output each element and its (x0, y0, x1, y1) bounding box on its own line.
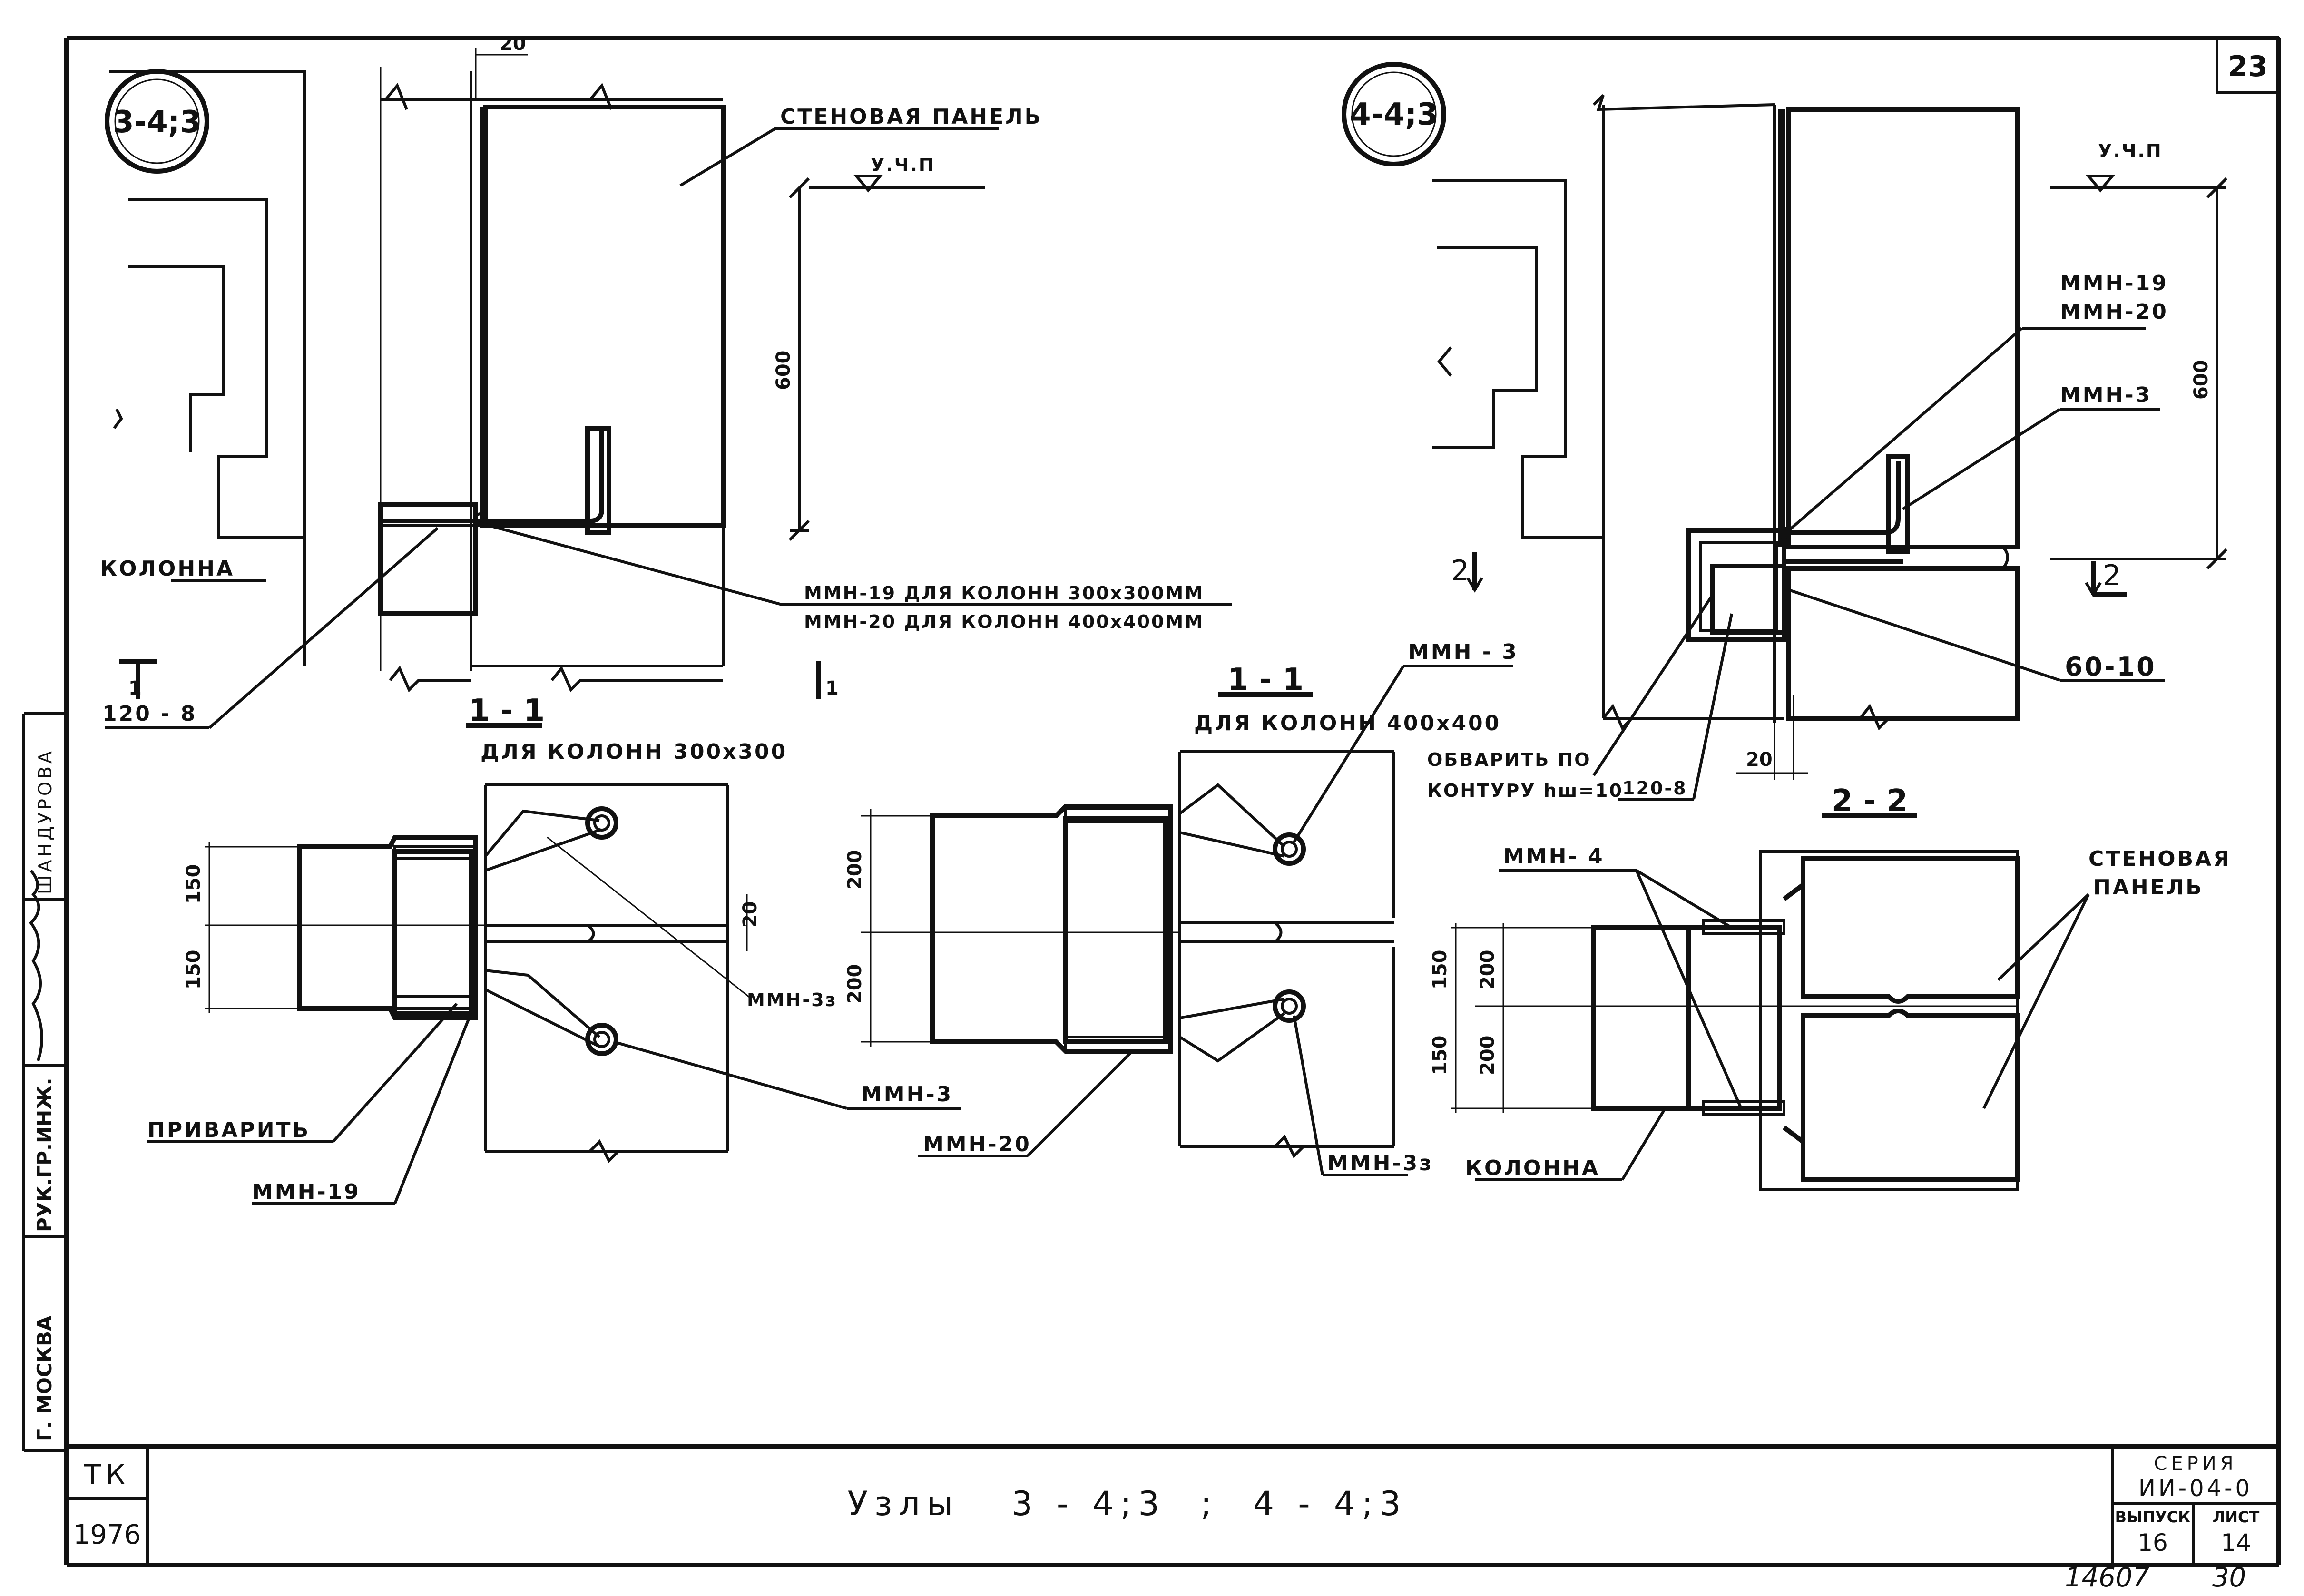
section-1-300-dim-b: 150 (183, 950, 205, 990)
section-1-400-title: 1 - 1 (1227, 662, 1304, 697)
node-right-marker: 4-4;3 (1350, 97, 1438, 132)
section-2-dim-a: 150 (1429, 950, 1451, 990)
embedded-plate-right (1710, 564, 1786, 635)
node-right-section-mark-a: 2 (1451, 554, 1469, 587)
wall-panel-right-upper (1786, 107, 2020, 549)
section-2-panel-upper (1801, 856, 2020, 1004)
section-1-300-subtitle: ДЛЯ КОЛОНН 300х300 (480, 740, 787, 764)
node-right-weld-note-2: КОНТУРУ hш=10 (1427, 780, 1623, 801)
archive-page: 30 (2212, 1562, 2246, 1593)
side-city: Г. МОСКВА (33, 1315, 56, 1441)
section-2-label-mmn4: ММН- 4 (1503, 844, 1605, 869)
embedded-plate-left (378, 502, 478, 616)
section-2-label-column: КОЛОННА (1465, 1156, 1600, 1180)
section-1-300-drawing (147, 723, 961, 1205)
section-1-400-subtitle: ДЛЯ КОЛОНН 400х400 (1194, 711, 1501, 735)
node-right-callout-mmn3: ММН-3 (2060, 383, 2152, 407)
node-left-drawing (105, 48, 1232, 729)
node-right-dim-height: 600 (2190, 360, 2212, 400)
section-1-400-label-mmn3z: ММН-3з (1327, 1151, 1433, 1175)
node-left-column-label: КОЛОННА (100, 557, 235, 581)
side-role: РУК.ГР.ИНЖ. (33, 1077, 56, 1232)
section-1-300-dim-gap: 20 (739, 901, 761, 928)
side-signature (29, 870, 43, 1061)
section-1-400-dim-b: 200 (844, 964, 866, 1004)
node-right-weld-note-1: ОБВАРИТЬ ПО (1427, 749, 1591, 770)
stamp-list-value: 14 (2221, 1529, 2251, 1557)
node-left-callout-mmn19: ММН-19 ДЛЯ КОЛОНН 300х300ММ (804, 583, 1204, 604)
section-1-300-title: 1 - 1 (469, 693, 545, 728)
sheet-number: 23 (2228, 50, 2268, 83)
section-1-400-dim-a: 200 (844, 850, 866, 890)
stamp-org: ТК (84, 1459, 130, 1491)
section-1-400-label-mmn20: ММН-20 (923, 1132, 1031, 1156)
node-left-wall-panel-label: СТЕНОВАЯ ПАНЕЛЬ (780, 105, 1042, 129)
node-right-callout-mmn19: ММН-19 (2060, 271, 2168, 295)
stamp-year: 1976 (73, 1519, 141, 1550)
section-1-400-label-mmn3: ММН - 3 (1408, 640, 1519, 664)
node-left-marker: 3-4;3 (113, 105, 201, 140)
section-1-300-label-mmn19: ММН-19 (252, 1180, 361, 1204)
node-left-section-mark-b: 1 (825, 677, 839, 699)
stamp-issue-label: ВЫПУСК (2115, 1508, 2191, 1526)
stamp-issue-value: 16 (2137, 1529, 2168, 1557)
section-1-300-dim-a: 150 (183, 864, 205, 904)
section-2-label-panel-1: СТЕНОВАЯ (2088, 847, 2231, 871)
section-2-drawing (1451, 813, 2090, 1191)
node-left-dim-height: 600 (773, 351, 794, 391)
stamp-series-value: ИИ-04-0 (2138, 1475, 2253, 1502)
stamp-title: Узлы 3 - 4;3 ; 4 - 4;3 (847, 1484, 1407, 1523)
section-2-title: 2 - 2 (1832, 783, 1908, 819)
section-1-300-label-weld: ПРИВАРИТЬ (147, 1118, 310, 1142)
node-right-section-mark-b: 2 (2103, 559, 2121, 592)
node-left-part-120-8: 120 - 8 (102, 702, 197, 726)
node-left-callout-mmn20: ММН-20 ДЛЯ КОЛОНН 400х400ММ (804, 611, 1204, 632)
wall-panel-right-lower (1786, 566, 2020, 721)
section-1-300-label-mmn3: ММН-3 (861, 1082, 953, 1106)
title-block (67, 1444, 2279, 1565)
section-2-panel-lower (1801, 1009, 2020, 1182)
node-right-part-120-8: 120-8 (1622, 778, 1687, 799)
archive-number: 14607 (2065, 1562, 2150, 1593)
node-right-part-60-10: 60-10 (2065, 652, 2157, 682)
section-2-dim-d: 200 (1477, 1036, 1499, 1076)
node-right-floor-level: У.Ч.П (2098, 140, 2163, 161)
stamp-series-label: СЕРИЯ (2154, 1453, 2237, 1475)
section-2-label-panel-2: ПАНЕЛЬ (2093, 875, 2204, 900)
side-name: ШАНДУРОВА (35, 748, 56, 894)
node-right-drawing (1342, 62, 2228, 801)
stamp-list-label: ЛИСТ (2213, 1508, 2260, 1526)
sheet-frame (22, 36, 2281, 1567)
section-2-dim-b: 150 (1429, 1036, 1451, 1076)
node-left-section-mark-a: 1 (128, 677, 142, 699)
node-left-dim-top: 20 (500, 33, 526, 55)
section-1-400-drawing (861, 665, 1513, 1176)
section-2-dim-c: 200 (1477, 950, 1499, 990)
node-right-dim-bottom: 20 (1746, 749, 1773, 771)
node-right-callout-mmn20: ММН-20 (2060, 300, 2168, 324)
node-left-floor-level: У.Ч.П (871, 155, 935, 176)
section-1-300-label-mmn3z: ММН-3з (747, 989, 837, 1010)
